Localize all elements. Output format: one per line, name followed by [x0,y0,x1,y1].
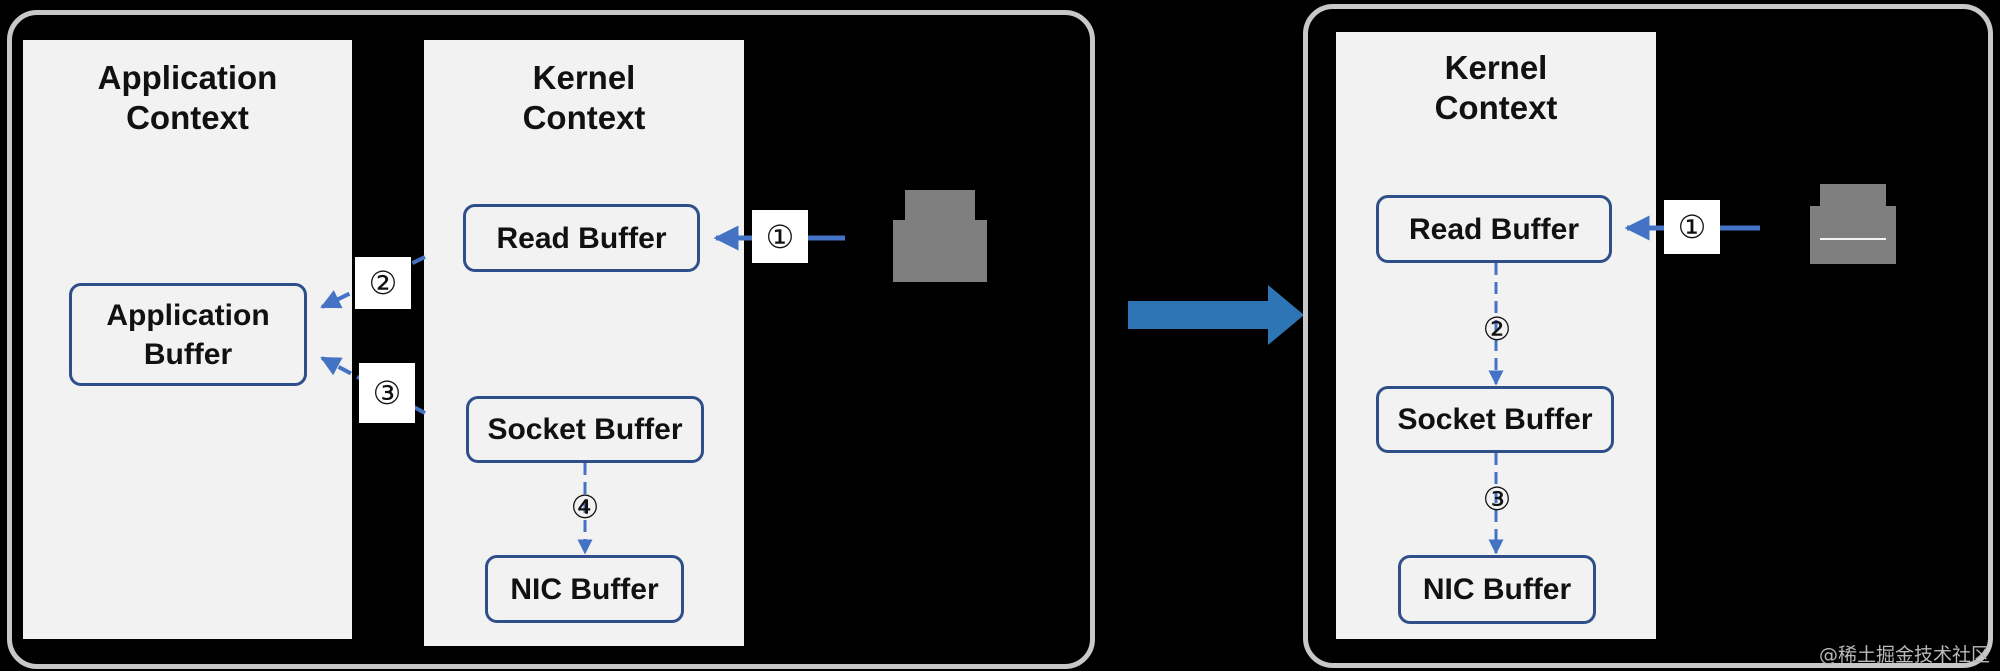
application-context-title: Application Context [97,59,278,136]
nic-buffer-box: NIC Buffer [485,555,684,623]
disk-drive-icon [893,190,987,282]
disk-drive-icon-after [1810,184,1896,264]
socket-buffer-box: Socket Buffer [466,396,704,463]
nic-buffer-box-after: NIC Buffer [1398,555,1596,624]
read-buffer-box-after: Read Buffer [1376,195,1612,263]
step-1-badge: ① [752,210,808,263]
application-buffer-box: Application Buffer [69,283,307,386]
step-2-badge: ② [355,257,411,309]
socket-buffer-box-after: Socket Buffer [1376,386,1614,453]
after-step-1-badge: ① [1664,200,1720,254]
after-diagram-frame [1303,4,1993,668]
before-diagram-frame [7,10,1095,669]
after-step-3-badge: ③ [1482,480,1512,518]
kernel-context-title: Kernel Context [522,59,646,136]
right-arrow-icon [1128,285,1304,345]
read-buffer-box: Read Buffer [463,204,700,272]
kernel-context-title-after: Kernel Context [1434,49,1558,126]
after-step-2-badge: ② [1482,310,1512,348]
step-3-badge: ③ [359,363,415,423]
step-4-badge: ④ [570,488,600,526]
watermark: @稀土掘金技术社区 [1818,644,1990,666]
